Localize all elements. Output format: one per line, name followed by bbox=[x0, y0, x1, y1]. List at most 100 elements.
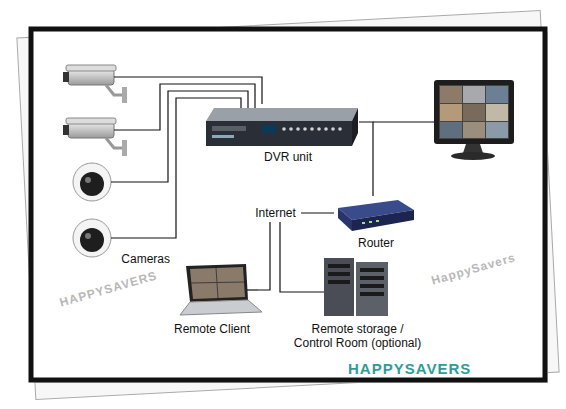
monitor-illustration bbox=[440, 104, 462, 121]
box-camera bbox=[63, 118, 127, 156]
laptop-illustration bbox=[180, 300, 262, 315]
node-label: Internet bbox=[255, 206, 296, 220]
server-illustration bbox=[356, 262, 388, 316]
monitor-illustration bbox=[440, 122, 462, 138]
frame-paper bbox=[17, 11, 559, 400]
monitor-illustration bbox=[463, 144, 483, 153]
dvr-illustration bbox=[206, 108, 358, 146]
box-camera bbox=[66, 65, 116, 71]
brand-logo: HAPPYSAVERS bbox=[348, 360, 471, 377]
box-camera bbox=[106, 138, 122, 148]
watermark: HAPPYSAVERS bbox=[58, 268, 159, 309]
network-cable bbox=[301, 212, 334, 213]
storage-node: Remote storage / Control Room (optional) bbox=[288, 252, 427, 352]
router-illustration bbox=[376, 220, 379, 222]
server-illustration bbox=[288, 258, 388, 316]
node-label: Remote storage / Control Room (optional) bbox=[292, 322, 423, 350]
monitor-illustration bbox=[486, 104, 508, 121]
box-camera bbox=[63, 65, 127, 103]
dome-camera bbox=[80, 172, 104, 196]
internet-node: Internet bbox=[250, 204, 301, 222]
camera-wire bbox=[114, 76, 178, 77]
monitor-illustration bbox=[463, 104, 485, 121]
dvr-illustration bbox=[206, 108, 358, 121]
dvr-illustration bbox=[212, 126, 246, 131]
monitor-illustration bbox=[434, 80, 514, 144]
laptop-illustration bbox=[190, 267, 245, 299]
network-cable bbox=[178, 77, 262, 104]
frame-paper bbox=[31, 29, 545, 380]
dome-camera bbox=[73, 163, 111, 201]
dvr-illustration bbox=[352, 108, 358, 146]
watermark: HappySavers bbox=[430, 250, 518, 287]
router-illustration bbox=[338, 208, 352, 231]
dvr-illustration bbox=[282, 127, 286, 131]
box-camera bbox=[63, 72, 69, 82]
dome-camera bbox=[80, 228, 104, 252]
monitor-wire bbox=[373, 122, 434, 123]
router-illustration bbox=[352, 210, 414, 231]
node-label: DVR unit bbox=[264, 150, 312, 164]
box-camera bbox=[122, 87, 127, 103]
monitor-illustration bbox=[486, 86, 508, 103]
dvr-illustration bbox=[331, 127, 335, 131]
monitor-illustration bbox=[463, 86, 485, 103]
dvr-illustration bbox=[338, 127, 342, 131]
server-illustration bbox=[324, 258, 354, 316]
network-cable bbox=[359, 122, 373, 196]
network-cable bbox=[258, 222, 270, 290]
dvr-illustration bbox=[212, 135, 234, 138]
monitor-illustration bbox=[439, 85, 509, 139]
server-illustration bbox=[328, 280, 350, 284]
dome-camera bbox=[85, 177, 91, 183]
node-label: Router bbox=[358, 236, 394, 250]
dvr-node: DVR unit bbox=[203, 104, 359, 166]
dvr-illustration bbox=[296, 127, 300, 131]
monitor-wire bbox=[373, 121, 434, 122]
dome-camera bbox=[73, 219, 111, 257]
node-label: Cameras bbox=[121, 252, 170, 266]
dvr-illustration bbox=[303, 127, 307, 131]
dvr-illustration bbox=[206, 121, 352, 146]
dvr-illustration bbox=[289, 127, 293, 131]
monitor-illustration bbox=[451, 152, 495, 160]
monitor-illustration bbox=[463, 122, 485, 138]
router-illustration bbox=[338, 200, 414, 231]
laptop-illustration bbox=[186, 264, 248, 302]
monitor-illustration bbox=[434, 80, 514, 160]
dvr-illustration bbox=[317, 127, 321, 131]
box-camera bbox=[122, 140, 127, 156]
frame-paper bbox=[17, 11, 559, 400]
router-illustration bbox=[369, 221, 372, 223]
laptop-illustration bbox=[191, 268, 244, 298]
router-node: Router bbox=[334, 196, 418, 252]
camera-group: Cameras bbox=[62, 58, 178, 270]
server-illustration bbox=[360, 276, 384, 280]
server-illustration bbox=[328, 264, 350, 268]
dome-camera bbox=[73, 163, 111, 201]
dvr-illustration bbox=[324, 127, 328, 131]
dome-camera bbox=[73, 219, 111, 257]
server-illustration bbox=[360, 284, 384, 288]
box-camera bbox=[63, 125, 69, 135]
laptop-illustration bbox=[180, 264, 262, 315]
dvr-illustration bbox=[262, 125, 276, 133]
box-camera bbox=[106, 85, 122, 95]
server-illustration bbox=[328, 272, 350, 276]
server-illustration bbox=[360, 268, 384, 272]
monitor-illustration bbox=[440, 86, 462, 103]
camera-wire bbox=[111, 91, 248, 182]
dvr-illustration bbox=[310, 127, 314, 131]
laptop-illustration bbox=[247, 289, 258, 290]
box-camera bbox=[66, 118, 116, 124]
router-illustration bbox=[362, 222, 365, 224]
node-label: Remote Client bbox=[174, 322, 250, 336]
monitor-illustration bbox=[486, 122, 508, 138]
dome-camera bbox=[85, 233, 91, 239]
client-node: Remote Client bbox=[166, 258, 258, 338]
server-illustration bbox=[288, 291, 324, 292]
